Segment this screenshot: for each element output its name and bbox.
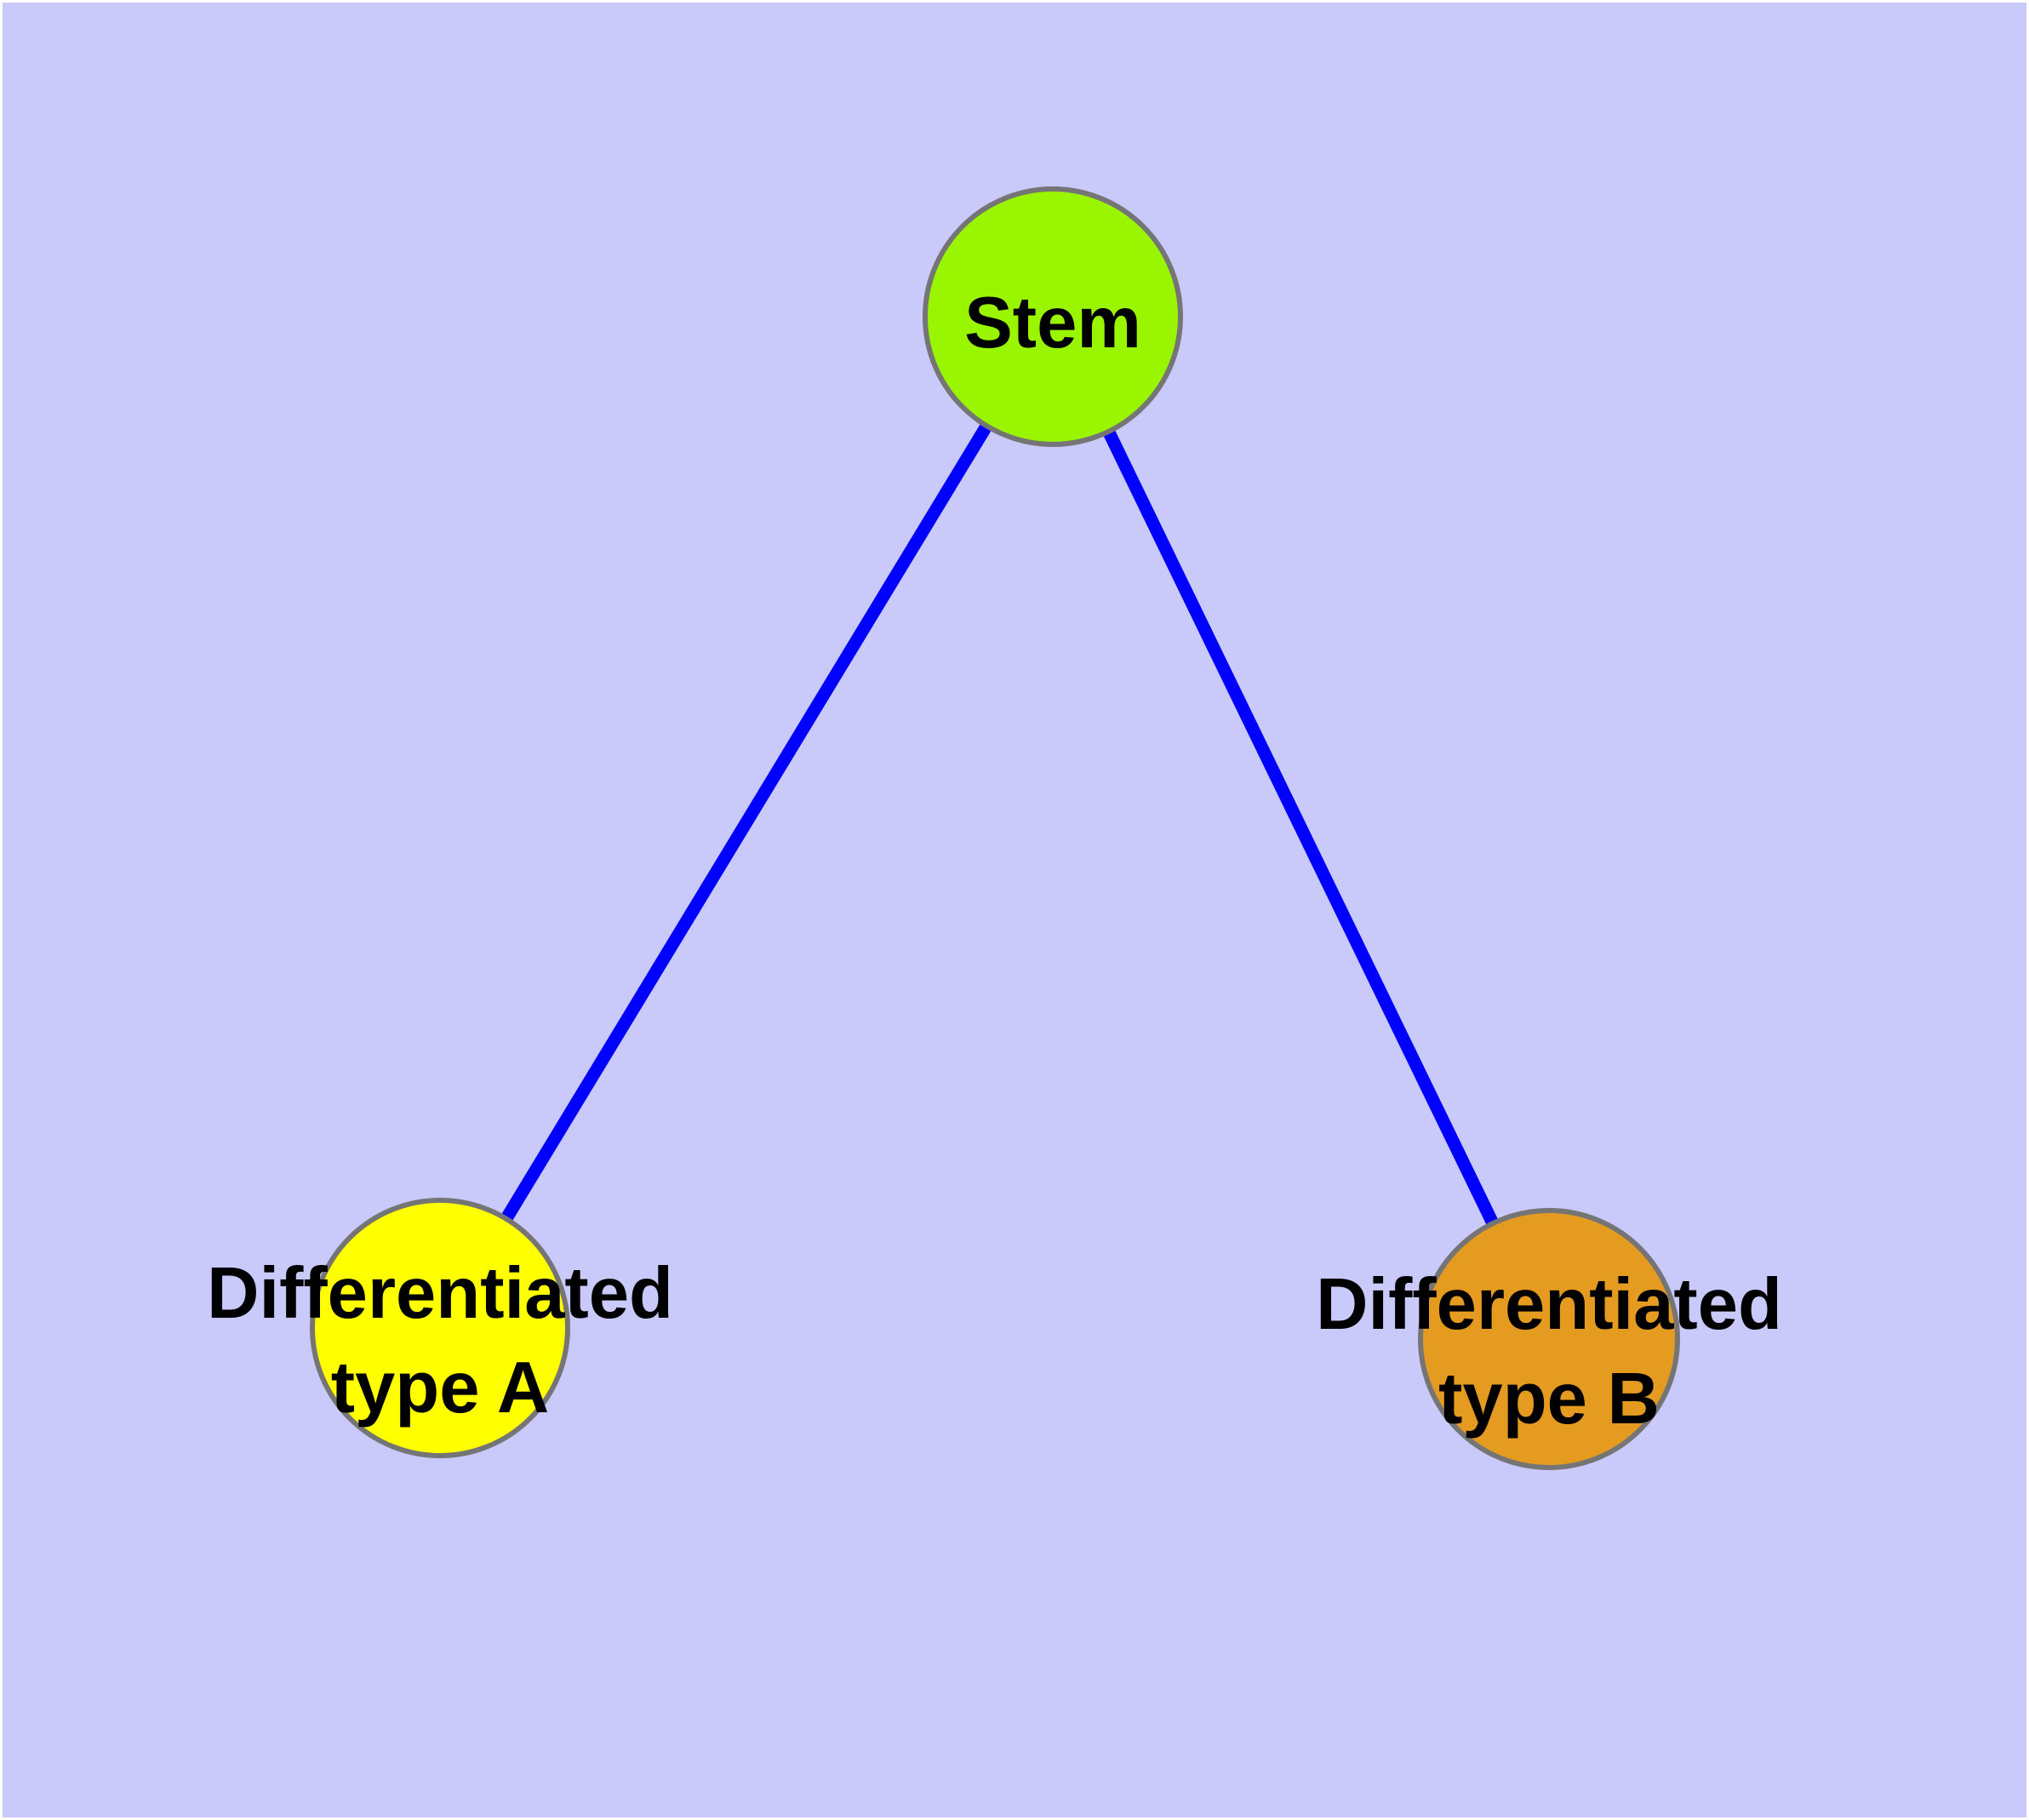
node-label-line: Differentiated — [1316, 1264, 1782, 1345]
node-circle-differentiated-type-a — [310, 1198, 570, 1458]
nodes-layer — [310, 186, 1680, 1470]
node-label-line: Differentiated — [207, 1253, 673, 1334]
edge-stem-to-differentiated-type-a — [434, 313, 1059, 1331]
node-label-line: type A — [331, 1348, 550, 1428]
node-label-line: Stem — [964, 283, 1141, 363]
node-circle-differentiated-type-b — [1418, 1208, 1680, 1470]
node-label-differentiated-type-b: Differentiated type B — [1316, 1264, 1782, 1439]
edges-layer — [434, 313, 1555, 1342]
node-label-stem: Stem — [964, 283, 1141, 363]
node-label-differentiated-type-a: Differentiated type A — [207, 1253, 673, 1428]
node-circle-stem — [923, 186, 1183, 447]
edge-stem-to-differentiated-type-b — [1047, 313, 1555, 1342]
node-label-line: type B — [1438, 1359, 1660, 1439]
